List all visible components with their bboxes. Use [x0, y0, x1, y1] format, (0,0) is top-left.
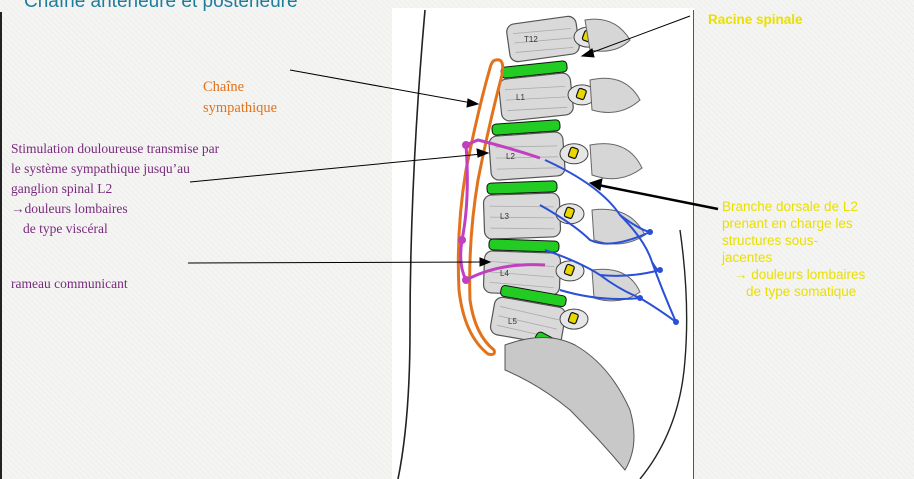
sacrum [505, 338, 634, 471]
branch-line-2: prenant en charge les [722, 215, 865, 232]
vertebra-label: L5 [508, 317, 517, 326]
spinous-processes [585, 19, 645, 301]
stim-line-4: →douleurs lombaires [11, 199, 219, 219]
label-rameau-communicant: rameau communicant [11, 274, 128, 294]
vertebra-label: L4 [500, 269, 509, 278]
vertebra-label: T12 [524, 35, 538, 44]
vertebral-body [483, 193, 560, 240]
chain-line-1: Chaîne [203, 77, 277, 98]
vertebral-body [506, 15, 581, 62]
vertebral-body [489, 131, 566, 180]
stim-line-3: ganglion spinal L2 [11, 179, 219, 199]
vertebra-label: L1 [516, 93, 525, 102]
stim-line-2: le système sympathique jusqu’au [11, 159, 219, 179]
branch-line-4: jacentes [722, 249, 865, 266]
body-outline-back [398, 10, 425, 479]
label-branche-dorsale: Branche dorsale de L2 prenant en charge … [722, 198, 865, 300]
body-outline-front [640, 230, 687, 479]
branch-line-5: → douleurs lombaires [722, 266, 865, 283]
branch-line-6: de type somatique [722, 283, 865, 300]
label-stimulation: Stimulation douloureuse transmise par le… [11, 139, 219, 239]
stim-line-5: de type viscéral [11, 219, 219, 239]
label-racine-spinale: Racine spinale [708, 11, 803, 28]
intervertebral-disc [487, 181, 557, 194]
branch-line-3: structures sous- [722, 232, 865, 249]
stim-line-1: Stimulation douloureuse transmise par [11, 139, 219, 159]
chain-line-2: sympathique [203, 98, 277, 119]
label-chaine-sympathique: Chaîne sympathique [203, 77, 277, 119]
vertebra-label: L2 [506, 152, 515, 161]
branch-line-1: Branche dorsale de L2 [722, 198, 865, 215]
vertebra-label: L3 [500, 212, 509, 221]
